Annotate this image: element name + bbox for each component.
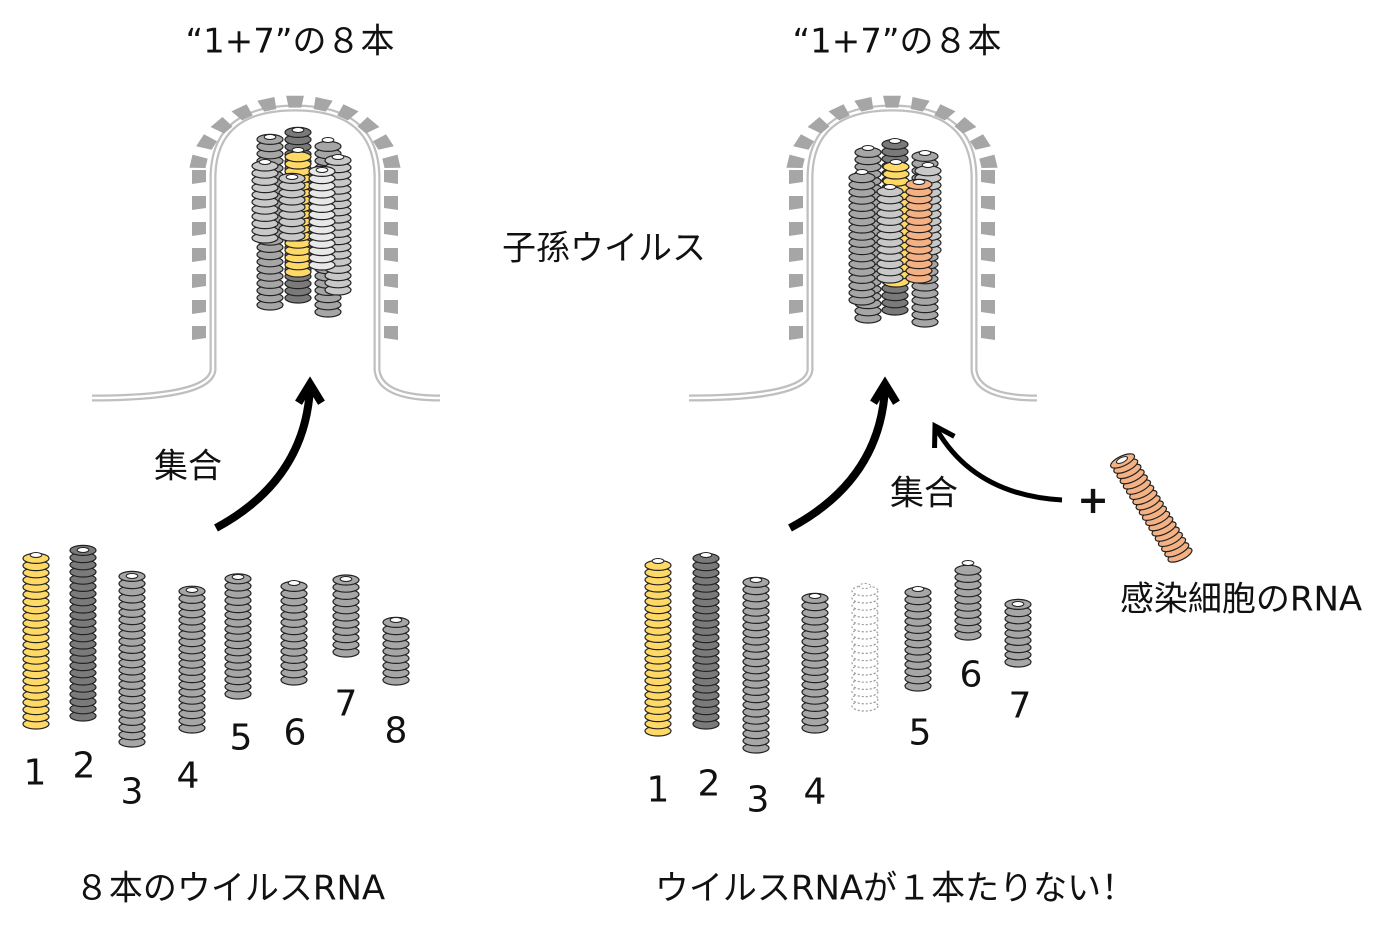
surface-spikes — [786, 95, 998, 340]
viral-rna-segment-7 — [332, 574, 360, 658]
left-segment-number: 6 — [283, 712, 307, 754]
left-segment-number: 2 — [72, 745, 96, 787]
left-segment-number: 1 — [23, 752, 47, 794]
host-rna-incorporation-arrow — [932, 421, 1063, 503]
right-assembly-label: 集合 — [890, 473, 958, 514]
left-assembly-arrow — [214, 376, 325, 532]
left-segment-number: 8 — [384, 710, 408, 752]
virion-rna-segment — [308, 165, 336, 271]
host-cell-rna — [1110, 453, 1193, 563]
right-segment-number: 5 — [908, 712, 932, 754]
right-segment-number: 6 — [959, 654, 983, 696]
virion-rna-segment — [905, 178, 933, 284]
left-virion — [91, 95, 441, 402]
viral-rna-segment-4 — [801, 592, 829, 734]
virion-rna-segment — [848, 169, 876, 306]
left-segment-number: 4 — [176, 755, 200, 797]
viral-rna-segment-2 — [692, 552, 720, 730]
right-segment-number: 2 — [697, 763, 721, 805]
right-caption: ウイルスRNAが１本たりない！ — [654, 868, 1136, 909]
viral-rna-segment-8 — [382, 616, 410, 686]
left-segment-number: 3 — [120, 771, 144, 813]
viral-rna-segment-5 — [904, 586, 932, 692]
viral-rna-segment-1 — [644, 558, 672, 737]
missing-rna-segment — [851, 583, 879, 712]
viral-rna-segment-6 — [280, 580, 308, 686]
host-rna-label: 感染細胞のRNA — [1119, 579, 1363, 620]
virion-rna-segment — [876, 184, 904, 284]
plus-sign: + — [1077, 478, 1109, 522]
right-segment-number: 7 — [1008, 685, 1032, 727]
right-segment-number: 3 — [746, 779, 770, 821]
left-title: “1+7”の８本 — [185, 21, 395, 62]
left-segment-number: 5 — [229, 717, 253, 759]
virion-rna-segment — [251, 159, 279, 244]
viral-rna-segment-4 — [178, 585, 206, 734]
left-segment-number: 7 — [334, 683, 358, 725]
viral-rna-segment-1 — [22, 552, 50, 730]
progeny-virus-label: 子孫ウイルス — [502, 228, 706, 269]
left-caption: ８本のウイルスRNA — [74, 868, 386, 909]
surface-spikes — [189, 95, 401, 340]
viral-rna-segment-3 — [742, 576, 770, 754]
right-segment-number: 1 — [646, 769, 670, 811]
left-assembly-label: 集合 — [154, 446, 222, 487]
viral-rna-segment-3 — [118, 570, 146, 748]
viral-rna-segment-2 — [69, 544, 97, 722]
viral-rna-segment-6 — [954, 560, 982, 641]
virion-rna-segment — [278, 172, 306, 242]
right-assembly-arrow — [788, 376, 900, 532]
viral-rna-segment-5 — [224, 573, 252, 700]
right-title: “1+7”の８本 — [792, 21, 1002, 62]
right-segment-number: 4 — [803, 771, 827, 813]
right-virion — [688, 95, 1038, 402]
viral-rna-segment-7 — [1004, 598, 1032, 668]
